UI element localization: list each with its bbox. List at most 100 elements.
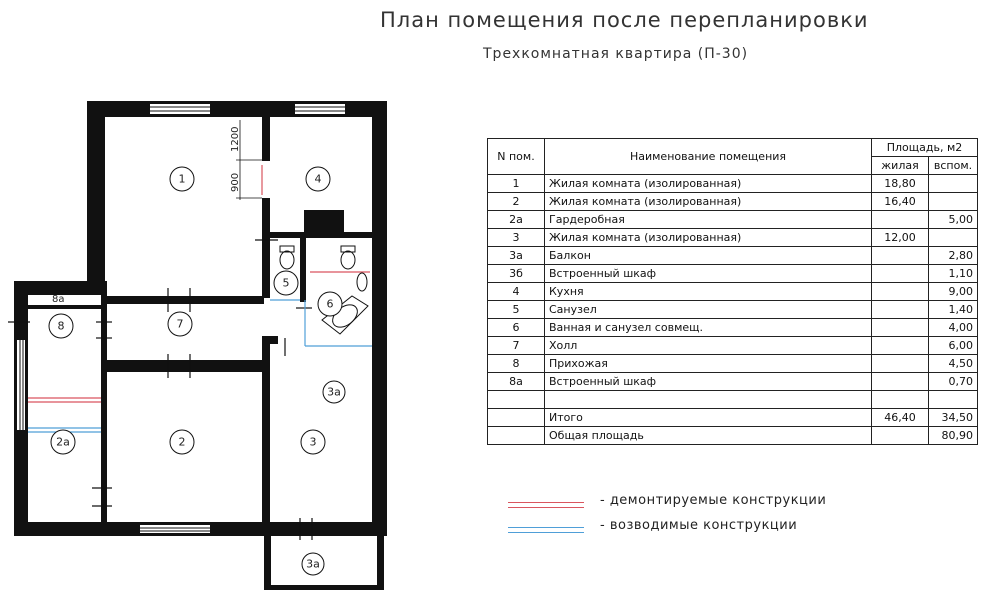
cell-no bbox=[487, 390, 545, 409]
cell-no: 3б bbox=[487, 264, 545, 283]
room-number-2: 2 bbox=[179, 436, 186, 449]
cell-aux: 4,00 bbox=[928, 318, 978, 337]
toilet-tank-icon bbox=[279, 245, 295, 253]
cell-no: 2а bbox=[487, 210, 545, 229]
overall-label: Общая площадь bbox=[544, 426, 872, 445]
cell-name: Жилая комната (изолированная) bbox=[544, 228, 872, 247]
cell-living bbox=[871, 300, 929, 319]
cell-living bbox=[871, 336, 929, 355]
cell-living bbox=[871, 318, 929, 337]
total-aux: 34,50 bbox=[928, 408, 978, 427]
toilet-tank-icon bbox=[340, 245, 356, 253]
room-circle-6 bbox=[317, 291, 343, 317]
room-circle-3а-balcony bbox=[301, 552, 325, 576]
doors bbox=[8, 239, 313, 540]
room-number-2а: 2а bbox=[56, 436, 70, 449]
header-name: Наименование помещения bbox=[544, 138, 872, 175]
legend-dismantled-line bbox=[508, 502, 584, 508]
toilet-icon bbox=[279, 250, 295, 270]
cell-no: 8 bbox=[487, 354, 545, 373]
cell-name: Ванная и санузел совмещ. bbox=[544, 318, 872, 337]
room-circle-5 bbox=[273, 270, 299, 296]
room-number-5: 5 bbox=[283, 277, 290, 290]
cell-no: 5 bbox=[487, 300, 545, 319]
room-number-7: 7 bbox=[177, 318, 184, 331]
cell-living: 16,40 bbox=[871, 192, 929, 211]
room-number-6: 6 bbox=[327, 298, 334, 311]
cell-name: Гардеробная bbox=[544, 210, 872, 229]
room-number-3а: 3а bbox=[327, 386, 341, 399]
table-row-total: Итого 46,40 34,50 bbox=[487, 408, 978, 427]
cell-name: Жилая комната (изолированная) bbox=[544, 192, 872, 211]
cell-no: 7 bbox=[487, 336, 545, 355]
cell-no: 8а bbox=[487, 372, 545, 391]
explication-table: N пом. Наименование помещения Площадь, м… bbox=[487, 138, 978, 445]
cell-name: Санузел bbox=[544, 300, 872, 319]
legend-erected-line bbox=[508, 527, 584, 533]
cell-aux: 6,00 bbox=[928, 336, 978, 355]
room-circle-2а bbox=[50, 429, 76, 455]
cell-no: 1 bbox=[487, 174, 545, 193]
cell-name: Балкон bbox=[544, 246, 872, 265]
cell-name: Прихожая bbox=[544, 354, 872, 373]
cell-name: Встроенный шкаф bbox=[544, 372, 872, 391]
cell-aux: 0,70 bbox=[928, 372, 978, 391]
cell-no: 4 bbox=[487, 282, 545, 301]
cell-aux: 4,50 bbox=[928, 354, 978, 373]
room-circle-3 bbox=[300, 429, 326, 455]
cell-living bbox=[871, 354, 929, 373]
cell-no: 3 bbox=[487, 228, 545, 247]
room-circle-1 bbox=[169, 166, 195, 192]
sink-icon bbox=[356, 272, 368, 292]
cell-aux bbox=[928, 192, 978, 211]
cell-living bbox=[871, 264, 929, 283]
room-circle-4 bbox=[305, 166, 331, 192]
legend-dismantled-label: - демонтируемые конструкции bbox=[600, 493, 827, 508]
cell-aux bbox=[928, 228, 978, 247]
table-row bbox=[487, 390, 978, 409]
room-circle-3а bbox=[322, 380, 346, 404]
room-circle-2 bbox=[169, 429, 195, 455]
cell-living bbox=[871, 372, 929, 391]
table-row-overall: Общая площадь 80,90 bbox=[487, 426, 978, 445]
room-number-8: 8 bbox=[58, 320, 65, 333]
cell-aux: 9,00 bbox=[928, 282, 978, 301]
dimension-1200: 1200 bbox=[230, 127, 241, 152]
cell-aux: 1,10 bbox=[928, 264, 978, 283]
total-label: Итого bbox=[544, 408, 872, 427]
cell-name: Кухня bbox=[544, 282, 872, 301]
cell-aux bbox=[928, 174, 978, 193]
cell-living bbox=[871, 390, 929, 409]
toilet-icon bbox=[340, 250, 356, 270]
label-8a: 8а bbox=[52, 294, 65, 305]
cell-no: 6 bbox=[487, 318, 545, 337]
cell-aux: 5,00 bbox=[928, 210, 978, 229]
dimension-lines bbox=[236, 120, 262, 200]
header-no: N пом. bbox=[487, 138, 545, 175]
cell-living bbox=[871, 246, 929, 265]
plan-subtitle: Трехкомнатная квартира (П-30) bbox=[483, 46, 749, 62]
dimension-900: 900 bbox=[230, 173, 241, 192]
header-area: Площадь, м2 bbox=[871, 138, 978, 157]
header-aux: вспом. bbox=[928, 156, 978, 175]
cell-name: Жилая комната (изолированная) bbox=[544, 174, 872, 193]
cell-living bbox=[871, 210, 929, 229]
cell-name: Встроенный шкаф bbox=[544, 264, 872, 283]
room-number-4: 4 bbox=[315, 173, 322, 186]
dismantled-lines bbox=[28, 165, 370, 403]
overall-aux: 80,90 bbox=[928, 426, 978, 445]
cell-living: 12,00 bbox=[871, 228, 929, 247]
